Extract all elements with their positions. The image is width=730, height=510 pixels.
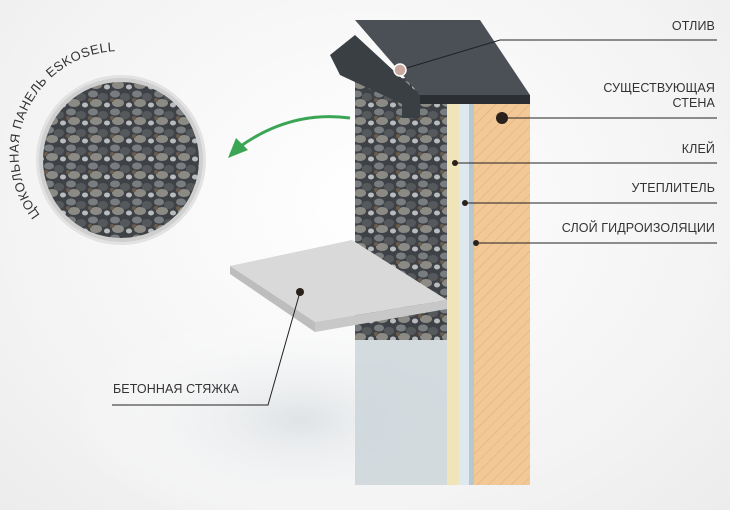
insulation-layer bbox=[459, 95, 469, 485]
label-screed: БЕТОННАЯ СТЯЖКА bbox=[113, 382, 239, 396]
label-insulation: УТЕПЛИТЕЛЬ bbox=[632, 181, 715, 195]
label-wall-line1: СУЩЕСТВУЮЩАЯ bbox=[603, 81, 715, 95]
existing-wall bbox=[474, 100, 530, 485]
label-waterproofing: СЛОЙ ГИДРОИЗОЛЯЦИИ bbox=[562, 220, 715, 235]
label-glue: КЛЕЙ bbox=[682, 141, 715, 156]
glue-layer bbox=[447, 95, 459, 485]
label-otliv: ОТЛИВ bbox=[672, 19, 715, 33]
panel-sample-circle bbox=[36, 75, 206, 245]
waterproofing-layer bbox=[469, 95, 474, 485]
arrow-icon bbox=[228, 115, 351, 158]
label-wall-line2: СТЕНА bbox=[673, 96, 716, 110]
leader-lines bbox=[112, 39, 717, 406]
